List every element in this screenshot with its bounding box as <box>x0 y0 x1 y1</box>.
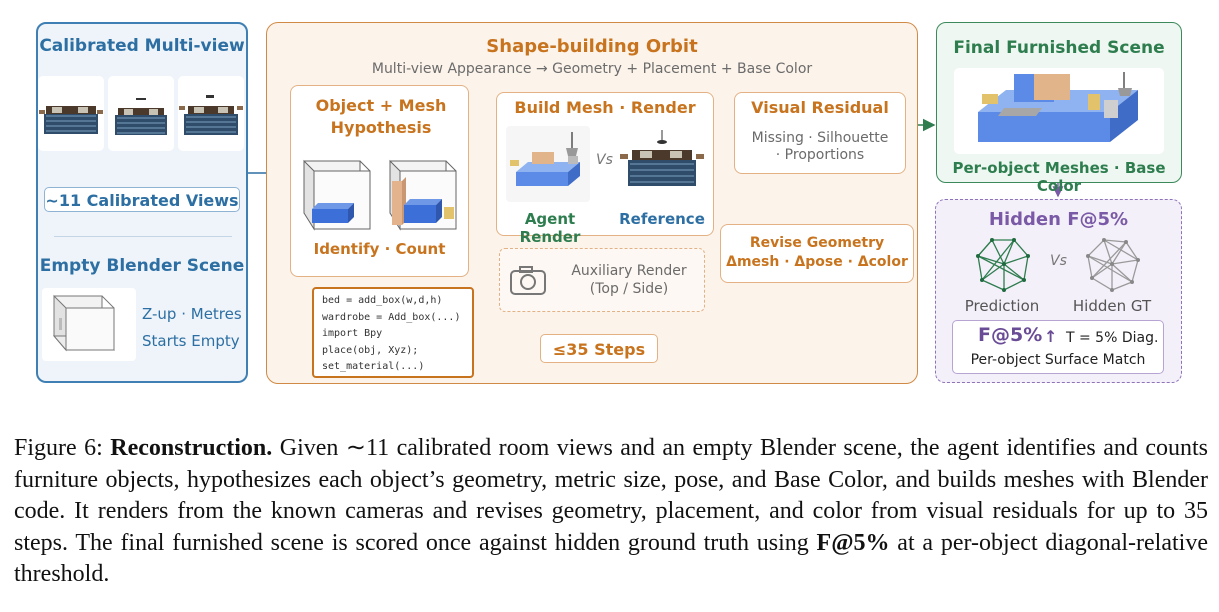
caption-bold-title: Reconstruction. <box>110 435 273 461</box>
caption-text-a: Given ∼11 calibrated room views and an e… <box>14 435 1209 556</box>
prediction-mesh <box>974 236 1032 292</box>
empty-scene-title: Empty Blender Scene <box>39 256 245 276</box>
agent-render-scene-icon <box>510 132 580 186</box>
build-render-title: Build Mesh · Render <box>514 98 696 117</box>
multiview-thumb-1 <box>38 76 104 151</box>
metric-up-arrow: ↑ <box>1044 327 1058 346</box>
green-mesh-icon <box>976 238 1030 292</box>
final-scene-title: Final Furnished Scene <box>953 38 1165 58</box>
hypothesis-title: Object + Mesh Hypothesis <box>315 96 447 137</box>
vs-label: Vs <box>596 152 613 168</box>
residual-line2: · Proportions <box>775 147 865 163</box>
agent-render-image <box>506 126 590 202</box>
aux-render-box <box>499 248 705 312</box>
camera-icon-svg <box>510 266 546 295</box>
code-line-2: wardrobe = Add_box(...) <box>322 312 461 323</box>
final-scene-image <box>954 68 1164 154</box>
final-scene-caption: Per-object Meshes · Base Color <box>952 159 1166 195</box>
residual-box <box>734 92 906 174</box>
hidden-vs-label: Vs <box>1050 253 1067 269</box>
residual-line1: Missing · Silhouette <box>751 130 889 146</box>
hypothesis-room-1 <box>300 157 376 235</box>
aux-line2: (Top / Side) <box>589 281 669 297</box>
views-badge: ~11 Calibrated Views <box>44 187 240 212</box>
room-box-icon <box>389 159 457 231</box>
metric-name: F@5% <box>978 324 1043 346</box>
revise-line1: Revise Geometry <box>749 235 885 251</box>
hypothesis-room-2 <box>386 157 464 235</box>
gray-mesh-icon <box>1086 238 1140 292</box>
metric-surface-label: Per-object Surface Match <box>970 352 1146 368</box>
empty-scene-line1: Z-up · Metres <box>142 305 242 323</box>
revise-box <box>720 224 914 283</box>
camera-icon <box>509 264 549 296</box>
caption-label: Figure 6: <box>14 435 103 461</box>
multiview-title: Calibrated Multi-view <box>39 36 245 56</box>
empty-room-thumb <box>42 288 136 361</box>
steps-badge: ≤35 Steps <box>540 334 658 363</box>
aux-line1: Auxiliary Render <box>571 263 687 279</box>
orbit-title: Shape-building Orbit <box>486 36 698 57</box>
bed-photo-icon <box>620 130 704 186</box>
figure-caption: Figure 6: Reconstruction. Given ∼11 cali… <box>14 433 1208 591</box>
bed-photo-icon <box>115 98 167 135</box>
caption-text-b: at a per-object diagonal-relative thresh… <box>14 529 1208 588</box>
gt-mesh <box>1084 236 1142 292</box>
multiview-thumb-3 <box>178 76 244 151</box>
code-line-1: bed = add_box(w,d,h) <box>322 295 443 306</box>
agent-render-label: Agent Render <box>519 210 581 246</box>
caption-metric: F@5% <box>816 529 890 556</box>
left-divider <box>54 236 232 237</box>
orbit-subtitle: Multi-view Appearance → Geometry + Place… <box>371 61 813 77</box>
code-line-3: import Bpy <box>322 328 383 339</box>
empty-room-icon <box>52 294 116 352</box>
code-line-4: place(obj, Xyz); <box>322 345 419 356</box>
prediction-label: Prediction <box>964 297 1040 315</box>
hidden-gt-label: Hidden GT <box>1072 297 1152 315</box>
metric-box <box>952 320 1164 374</box>
revise-line2: Δmesh · Δpose · Δcolor <box>726 254 908 270</box>
hidden-metric-title: Hidden F@5% <box>988 209 1129 230</box>
residual-title: Visual Residual <box>751 98 889 117</box>
bed-photo-icon <box>39 106 103 134</box>
room-box-icon <box>303 159 371 231</box>
code-line-5: set_material(...) <box>322 361 425 372</box>
code-box <box>312 287 474 378</box>
reference-label: Reference <box>619 210 705 228</box>
multiview-thumb-2 <box>108 76 174 151</box>
empty-scene-line2: Starts Empty <box>142 332 240 350</box>
identify-count-label: Identify · Count <box>313 240 446 258</box>
metric-threshold: T = 5% Diag. <box>1066 330 1159 346</box>
final-scene-render-icon <box>978 72 1138 142</box>
bed-photo-icon <box>179 95 243 135</box>
reference-image <box>620 126 704 202</box>
